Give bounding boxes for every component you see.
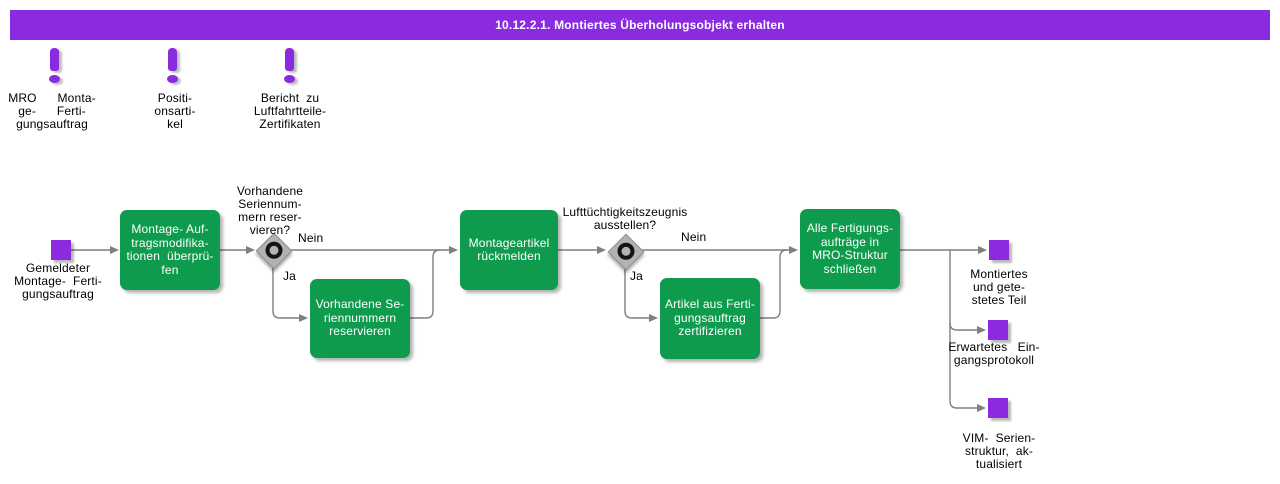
gateway2-yes-label: Ja	[630, 269, 643, 283]
input-label-mro-montage-fertigungsauftrag: MRO Monta- ge- Ferti- gungsauftrag	[8, 91, 96, 131]
arrow-icon	[977, 326, 986, 334]
exclamation-icon	[284, 48, 299, 88]
exclamation-icon	[167, 48, 182, 88]
task-artikel-zertifizieren[interactable]: Artikel aus Ferti- gungsauftrag zertifiz…	[660, 278, 760, 359]
arrow-icon	[449, 246, 458, 254]
start-event-square[interactable]	[51, 240, 71, 260]
arrow-icon	[597, 246, 606, 254]
exclamation-dot	[167, 75, 178, 83]
exclamation-dot	[284, 75, 295, 83]
gateway1-no-label: Nein	[298, 231, 324, 245]
arrow-icon	[789, 246, 798, 254]
gateway1-question: Vorhandene Seriennum- mern reser- vieren…	[236, 184, 304, 237]
gateway2-question: Lufttüchtigkeitszeugnis ausstellen?	[562, 205, 688, 232]
input-label-bericht-zertifikate: Bericht zu Luftfahrtteile- Zertifikaten	[253, 91, 327, 131]
edge-branch-out2	[949, 322, 978, 331]
arrow-icon	[110, 246, 119, 254]
input-label-positionsartikel: Positi- onsarti- kel	[154, 91, 196, 131]
task-auftragsmodifikationen-ueberpruefen[interactable]: Montage- Auf- tragsmodifika- tionen über…	[120, 210, 220, 290]
edge-task4-merge	[759, 249, 788, 319]
arrow-icon	[246, 246, 255, 254]
task-montageartikel-rueckmelden[interactable]: Montageartikel rückmelden	[460, 210, 558, 290]
output-label-vim-serienstruktur: VIM- Serien- struktur, ak- tualisiert	[962, 431, 1036, 471]
output-label-eingangsprotokoll: Erwartetes Ein- gangsprotokoll	[948, 340, 1040, 367]
arrow-icon	[649, 314, 658, 322]
exclamation-bar	[50, 48, 59, 71]
exclamation-bar	[285, 48, 294, 71]
output-event-square-montiertes-teil[interactable]	[989, 240, 1009, 260]
gateway2-no-label: Nein	[681, 230, 707, 244]
output-event-square-vim-serienstruktur[interactable]	[988, 398, 1008, 418]
gateway-diamond-icon[interactable]	[607, 233, 645, 271]
page-title: 10.12.2.1. Montiertes Überholungsobjekt …	[10, 10, 1270, 40]
exclamation-bar	[168, 48, 177, 71]
gateway-diamond-icon[interactable]	[255, 232, 293, 270]
exclamation-dot	[49, 75, 60, 83]
gateway-ring-icon	[261, 238, 287, 263]
task-fertigungsauftraege-schliessen[interactable]: Alle Fertigungs- aufträge in MRO-Struktu…	[800, 209, 900, 289]
arrow-icon	[977, 404, 986, 412]
gateway1-yes-label: Ja	[283, 269, 296, 283]
arrow-icon	[299, 314, 308, 322]
output-event-square-eingangsprotokoll[interactable]	[988, 320, 1008, 340]
output-label-montiertes-teil: Montiertes und gete- stetes Teil	[970, 267, 1028, 307]
exclamation-icon	[49, 48, 64, 88]
arrow-icon	[978, 246, 987, 254]
task-seriennummern-reservieren[interactable]: Vorhandene Se- riennummern reservieren	[310, 279, 410, 358]
gateway-ring-icon	[613, 239, 639, 264]
edge-task2-merge	[409, 249, 441, 319]
start-event-label: Gemeldeter Montage- Ferti- gungsauftrag	[14, 261, 102, 301]
